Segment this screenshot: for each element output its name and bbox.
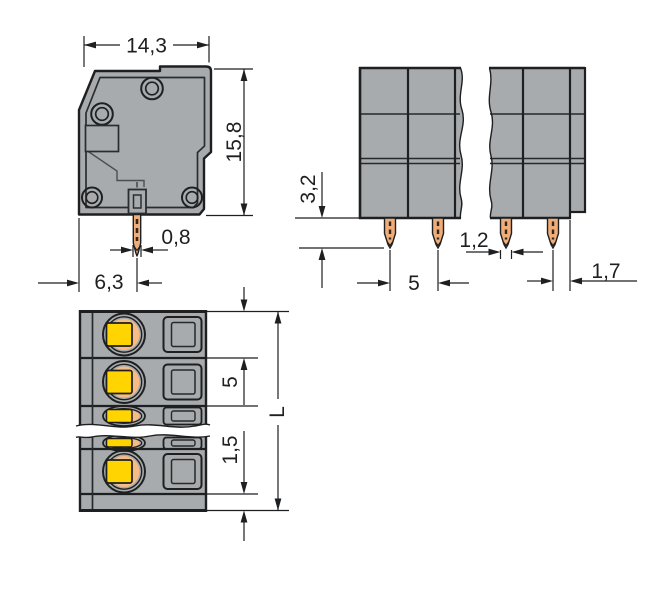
screw-boss-bottom-right-hole: [185, 190, 199, 205]
arrowhead-down: [240, 299, 248, 312]
dim-side-pin-offset: 6,3: [38, 218, 162, 294]
wire-entry-port: [162, 436, 203, 450]
dim-front-edge-offset: 1,7: [527, 220, 637, 291]
wire-entry-port-inner: [170, 321, 196, 348]
arrowhead-right: [67, 279, 79, 287]
solder-pins-front: [383, 217, 560, 250]
front-body-left: [360, 68, 464, 218]
side-recess-contour: [85, 149, 145, 187]
arrowhead-up: [318, 248, 326, 260]
dim-top-edge-offset: 1,5: [206, 405, 258, 541]
arrowhead-down: [274, 498, 282, 511]
dim-side-pin-width: 0,8: [110, 226, 191, 257]
dim-label-side-height: 15,8: [223, 122, 246, 163]
pole-row-broken-top: [102, 405, 203, 427]
arrowhead-up: [240, 510, 248, 523]
solder-pin-notch: [434, 241, 442, 247]
dim-label-front-pitch: 5: [408, 272, 420, 295]
dim-label-side-pin-offset: 6,3: [94, 271, 123, 294]
dim-label-front-pin-length: 3,2: [297, 174, 320, 203]
dim-front-pin-width: 1,2: [459, 229, 543, 256]
arrowhead-up: [240, 69, 248, 81]
dim-label-top-overall-length: L: [266, 406, 289, 418]
push-button: [105, 459, 133, 484]
dim-top-pitch: 5: [206, 287, 289, 405]
dim-label-top-edge-offset: 1,5: [219, 435, 242, 464]
push-button: [105, 369, 133, 395]
arrowhead-up: [240, 358, 248, 370]
arrowhead-left: [137, 279, 149, 287]
dim-label-top-pitch: 5: [219, 376, 242, 388]
front-view: 3,2 5 1,2 1,7: [295, 66, 637, 295]
wire-entry-port-inner: [170, 410, 196, 422]
screw-boss-bottom-left-hole: [85, 190, 99, 205]
dim-side-height: 15,8: [206, 68, 253, 217]
screw-boss-left-hole: [94, 106, 110, 122]
screw-boss-bottom-left: [81, 186, 103, 209]
dim-label-front-pin-width: 1,2: [459, 229, 488, 252]
pole-row: [102, 449, 203, 494]
solder-pin-side-notch: [133, 246, 141, 252]
push-button: [105, 322, 133, 347]
dim-front-pin-length: 3,2: [295, 172, 384, 288]
dim-label-side-pin-width: 0,8: [161, 226, 190, 249]
arrowhead-down: [240, 482, 248, 494]
screw-boss-bottom-right: [181, 186, 203, 209]
contact-ring-outer: [102, 405, 146, 427]
arrowhead-right: [488, 248, 501, 256]
contact-ring-outer: [102, 449, 146, 494]
contact-ring-outer: [102, 312, 146, 357]
side-latch-block: [84, 124, 120, 153]
wire-entry-port: [162, 453, 203, 490]
dim-side-width: 14,3: [83, 35, 210, 67]
wire-entry-port: [162, 363, 203, 401]
pole-row: [102, 312, 203, 357]
arrowhead-left: [570, 277, 582, 285]
arrowhead-right: [541, 277, 553, 285]
push-button: [105, 437, 133, 448]
arrowhead-down: [240, 203, 248, 216]
pole-row: [102, 360, 203, 404]
push-button: [105, 408, 133, 424]
wire-entry-port: [162, 406, 203, 426]
solder-pin-side: [132, 213, 142, 257]
solder-pin-notch: [386, 241, 394, 247]
arrowhead-right: [378, 279, 390, 287]
arrowhead-left: [141, 246, 153, 254]
side-view: 14,3 15,8 0,8 6,3: [38, 35, 253, 294]
break-line: [75, 434, 211, 439]
wire-entry-port-inner: [170, 439, 196, 447]
dim-label-side-width: 14,3: [126, 35, 167, 58]
arrowhead-up: [274, 311, 282, 324]
solder-pin-notch: [549, 241, 557, 247]
arrowhead-left: [438, 279, 450, 287]
arrowhead-left: [84, 41, 96, 49]
wire-entry-port-inner: [170, 369, 196, 395]
arrowhead-right: [197, 41, 209, 49]
screw-boss-top-hole: [144, 81, 160, 96]
front-body-step: [570, 68, 585, 212]
dim-top-overall-length: L: [207, 311, 289, 512]
top-view: 5 1,5 L: [74, 287, 289, 541]
dim-front-pitch: 5: [357, 272, 469, 295]
front-body-right: [489, 68, 570, 218]
arrowhead-left: [511, 248, 524, 256]
contact-ring-outer: [102, 360, 146, 404]
solder-pin-notch: [502, 241, 510, 247]
break-line: [75, 423, 211, 428]
arrowhead-right: [121, 246, 133, 254]
screw-boss-top: [140, 76, 164, 101]
side-body-outline: [77, 65, 213, 216]
wire-entry-port: [162, 316, 203, 353]
dim-label-front-edge-offset: 1,7: [591, 260, 620, 283]
break-line: [488, 67, 494, 219]
break-line: [459, 67, 464, 219]
wire-entry-port-inner: [170, 458, 196, 485]
arrowhead-down: [318, 206, 326, 218]
pin-housing: [127, 188, 147, 215]
pin-housing-slot: [132, 194, 142, 209]
